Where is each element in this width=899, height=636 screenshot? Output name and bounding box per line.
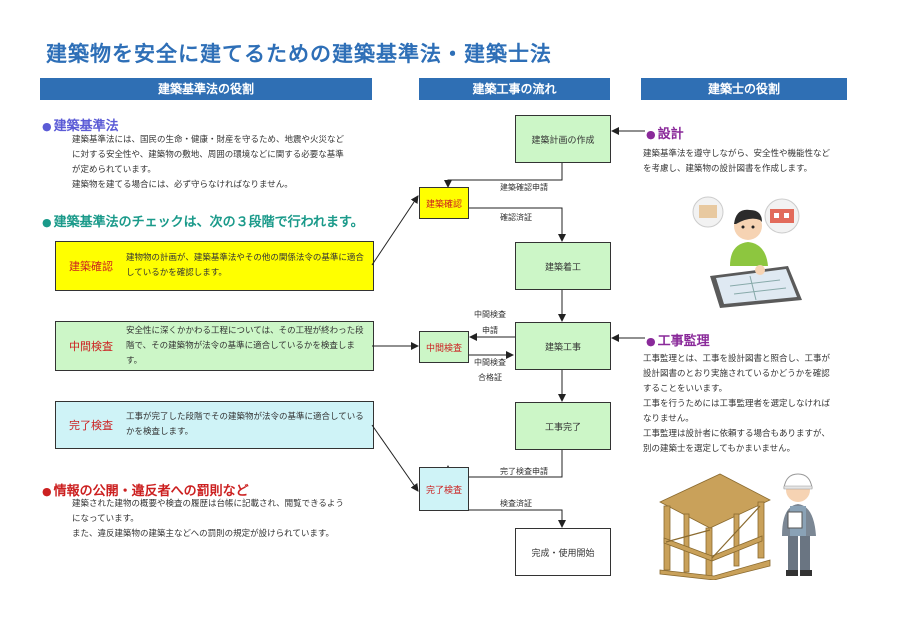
label-mid-pass-2: 合格証 [478, 373, 502, 382]
bullet-icon: ● [42, 485, 52, 498]
check-heading: ●建築基準法のチェックは、次の３段階で行われます。 [42, 215, 364, 230]
bullet-icon: ● [42, 216, 52, 229]
check-label: 完了検査 [69, 419, 113, 432]
supervision-heading: ●工事監理 [646, 334, 710, 349]
law-heading: ●建築基準法 [42, 119, 119, 134]
label-mid-request-2: 申請 [482, 326, 498, 335]
label-mid-request: 中間検査 [474, 310, 506, 319]
check-confirmation-box: 建築確認 建物物の計画が、建築基準法やその他の関係法令の基準に適合しているかを確… [55, 241, 374, 291]
flow-step-construction: 建築工事 [515, 322, 611, 370]
designer-illustration-icon [692, 196, 802, 308]
check-text: 工事が完了した段階でその建築物が法令の基準に適合しているかを検査します。 [126, 412, 364, 437]
header-architect-role: 建築士の役割 [641, 78, 847, 100]
check-interim-box: 中間検査 安全性に深くかかわる工程については、その工程が終わった段階で、その建築… [55, 321, 374, 371]
header-law-role: 建築基準法の役割 [40, 78, 372, 100]
page-title: 建築物を安全に建てるための建築基準法・建築士法 [46, 42, 552, 66]
bullet-icon: ● [646, 335, 656, 348]
flow-step-completed: 工事完了 [515, 402, 611, 450]
bullet-icon: ● [646, 128, 656, 141]
design-text: 建築基準法を遵守しながら、安全性や機能性など を考慮し、建築物の設計図書を作成し… [643, 149, 831, 174]
flow-step-opening: 完成・使用開始 [515, 528, 611, 576]
check-final-box: 完了検査 工事が完了した段階でその建築物が法令の基準に適合しているかを検査します… [55, 401, 374, 449]
check-text: 建物物の計画が、建築基準法やその他の関係法令の基準に適合しているかを確認します。 [126, 253, 364, 278]
label-final-done: 検査済証 [500, 499, 532, 508]
law-text: 建築基準法には、国民の生命・健康・財産を守るため、地震や火災など に対する安全性… [72, 135, 345, 190]
bullet-icon: ● [42, 120, 52, 133]
disclosure-heading: ●情報の公開・違反者への罰則など [42, 484, 249, 499]
check-text: 安全性に深くかかわる工程については、その工程が終わった段階で、その建築物が法令の… [126, 325, 364, 366]
label-final-request: 完了検査申請 [500, 467, 548, 476]
label-confirm-request: 建築確認申請 [500, 183, 548, 192]
checkpoint-interim: 中間検査 [419, 331, 469, 363]
header-construction-flow: 建築工事の流れ [419, 78, 610, 100]
checkpoint-confirmation: 建築確認 [419, 187, 469, 219]
disclosure-text: 建築された建物の概要や検査の履歴は台帳に記載され、閲覧できるよう になっています… [72, 499, 344, 539]
label-confirm-done: 確認済証 [500, 213, 532, 222]
checkpoint-final: 完了検査 [419, 467, 469, 511]
check-label: 中間検査 [69, 340, 113, 353]
design-heading: ●設計 [646, 127, 684, 142]
flow-step-start: 建築着工 [515, 242, 611, 290]
construction-illustration-icon [659, 473, 816, 580]
supervision-text: 工事監理とは、工事を設計図書と照合し、工事が 設計図書のとおり実施されているかど… [643, 354, 831, 454]
check-label: 建築確認 [69, 260, 113, 273]
label-mid-pass: 中間検査 [474, 358, 506, 367]
flow-step-plan: 建築計画の作成 [515, 115, 611, 163]
